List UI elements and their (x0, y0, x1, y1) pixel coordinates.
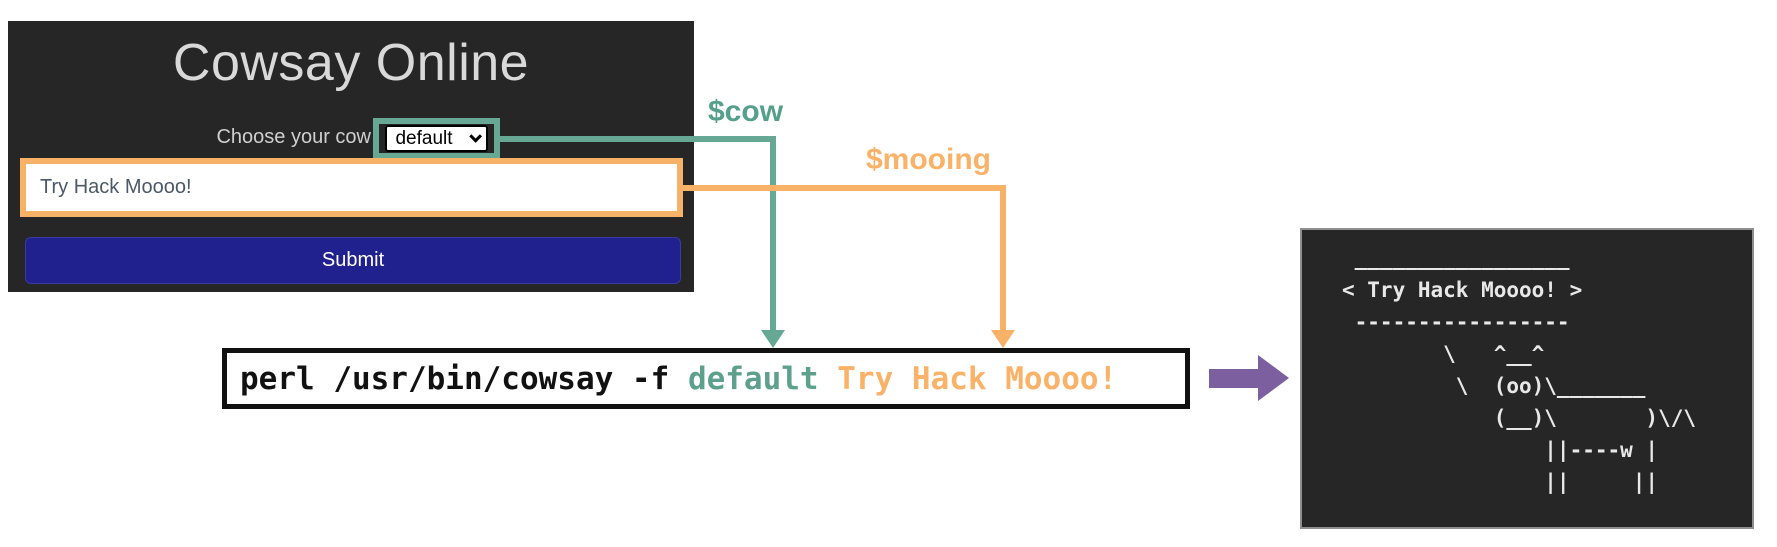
cow-connector-line-vertical (770, 136, 776, 331)
command-line: perl /usr/bin/cowsay -f default Try Hack… (222, 348, 1190, 409)
result-arrow-icon (1209, 369, 1259, 388)
mooing-variable-label: $mooing (866, 143, 991, 176)
command-message-arg: Try Hack Moooo! (818, 360, 1118, 397)
cow-connector-line-horizontal (500, 136, 776, 142)
cow-variable-label: $cow (708, 95, 784, 128)
mooing-input[interactable] (26, 164, 677, 211)
submit-button[interactable]: Submit (25, 237, 681, 284)
cow-select-dropdown[interactable]: default (385, 125, 488, 152)
terminal-output-panel: _________________ < Try Hack Moooo! > --… (1300, 228, 1754, 529)
mooing-connector-line-horizontal (683, 185, 1006, 191)
cowsay-ascii-output: _________________ < Try Hack Moooo! > --… (1342, 246, 1697, 494)
submit-button-label: Submit (321, 249, 385, 271)
page-title: Cowsay Online (172, 34, 530, 92)
cow-arrowhead-icon (761, 330, 785, 348)
command-cow-arg: default (687, 360, 819, 397)
mooing-arrowhead-icon (991, 330, 1015, 348)
cow-select-value: default (395, 127, 453, 149)
cow-select-highlight-box: default (373, 118, 500, 159)
mooing-input-highlight-box (20, 158, 683, 217)
result-arrowhead-icon (1258, 355, 1289, 401)
mooing-connector-line-vertical (1000, 185, 1006, 331)
cowsay-app-window: Cowsay Online Choose your cow default Su… (8, 21, 694, 292)
command-prefix: perl /usr/bin/cowsay -f (240, 360, 688, 397)
chevron-down-icon (468, 130, 482, 143)
cow-select-label: Choose your cow (216, 126, 371, 148)
